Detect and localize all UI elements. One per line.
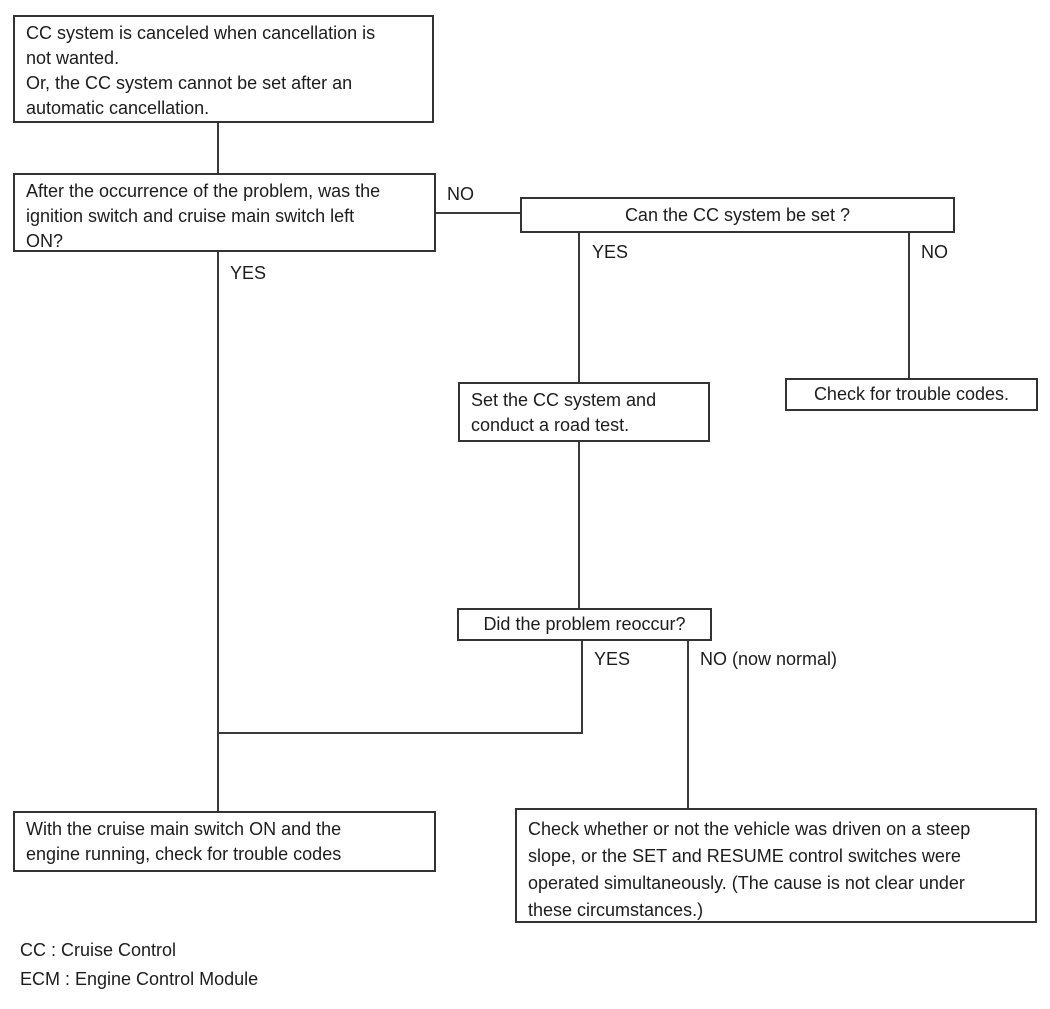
flow-box-reoccur-question: Did the problem reoccur? [457,608,712,641]
connector-reoccur-yes-horizontal [217,732,583,734]
branch-label-can-set-yes: YES [592,242,629,263]
flow-box-check-trouble-codes: Check for trouble codes. [785,378,1038,411]
connector-can-set-no-to-trouble-codes [908,233,910,378]
flow-box-main-switch-check: With the cruise main switch ON and the e… [13,811,436,872]
branch-label-ignition-no: NO [447,184,474,205]
connector-reoccur-yes-vertical [581,641,583,734]
branch-label-can-set-no: NO [921,242,948,263]
flow-box-ignition-question: After the occurrence of the problem, was… [13,173,436,252]
footnote-cc-abbreviation: CC : Cruise Control [20,940,177,960]
branch-label-reoccur-yes: YES [594,649,631,670]
connector-ignition-no-to-can-set [436,212,520,214]
footnote-ecm-abbreviation: ECM : Engine Control Module [20,969,259,989]
connector-road-test-to-reoccur [578,442,580,608]
connector-ignition-yes-to-main-switch [217,252,219,811]
branch-label-ignition-yes: YES [230,263,267,284]
branch-label-reoccur-no: NO (now normal) [700,649,838,670]
flow-box-symptom: CC system is canceled when cancellation … [13,15,434,123]
connector-symptom-to-ignition [217,123,219,173]
flow-box-road-test: Set the CC system and conduct a road tes… [458,382,710,442]
flow-box-can-set-question: Can the CC system be set ? [520,197,955,233]
flow-box-steep-slope-check: Check whether or not the vehicle was dri… [515,808,1037,923]
connector-can-set-yes-to-road-test [578,233,580,382]
connector-reoccur-no-to-steep-slope [687,641,689,808]
